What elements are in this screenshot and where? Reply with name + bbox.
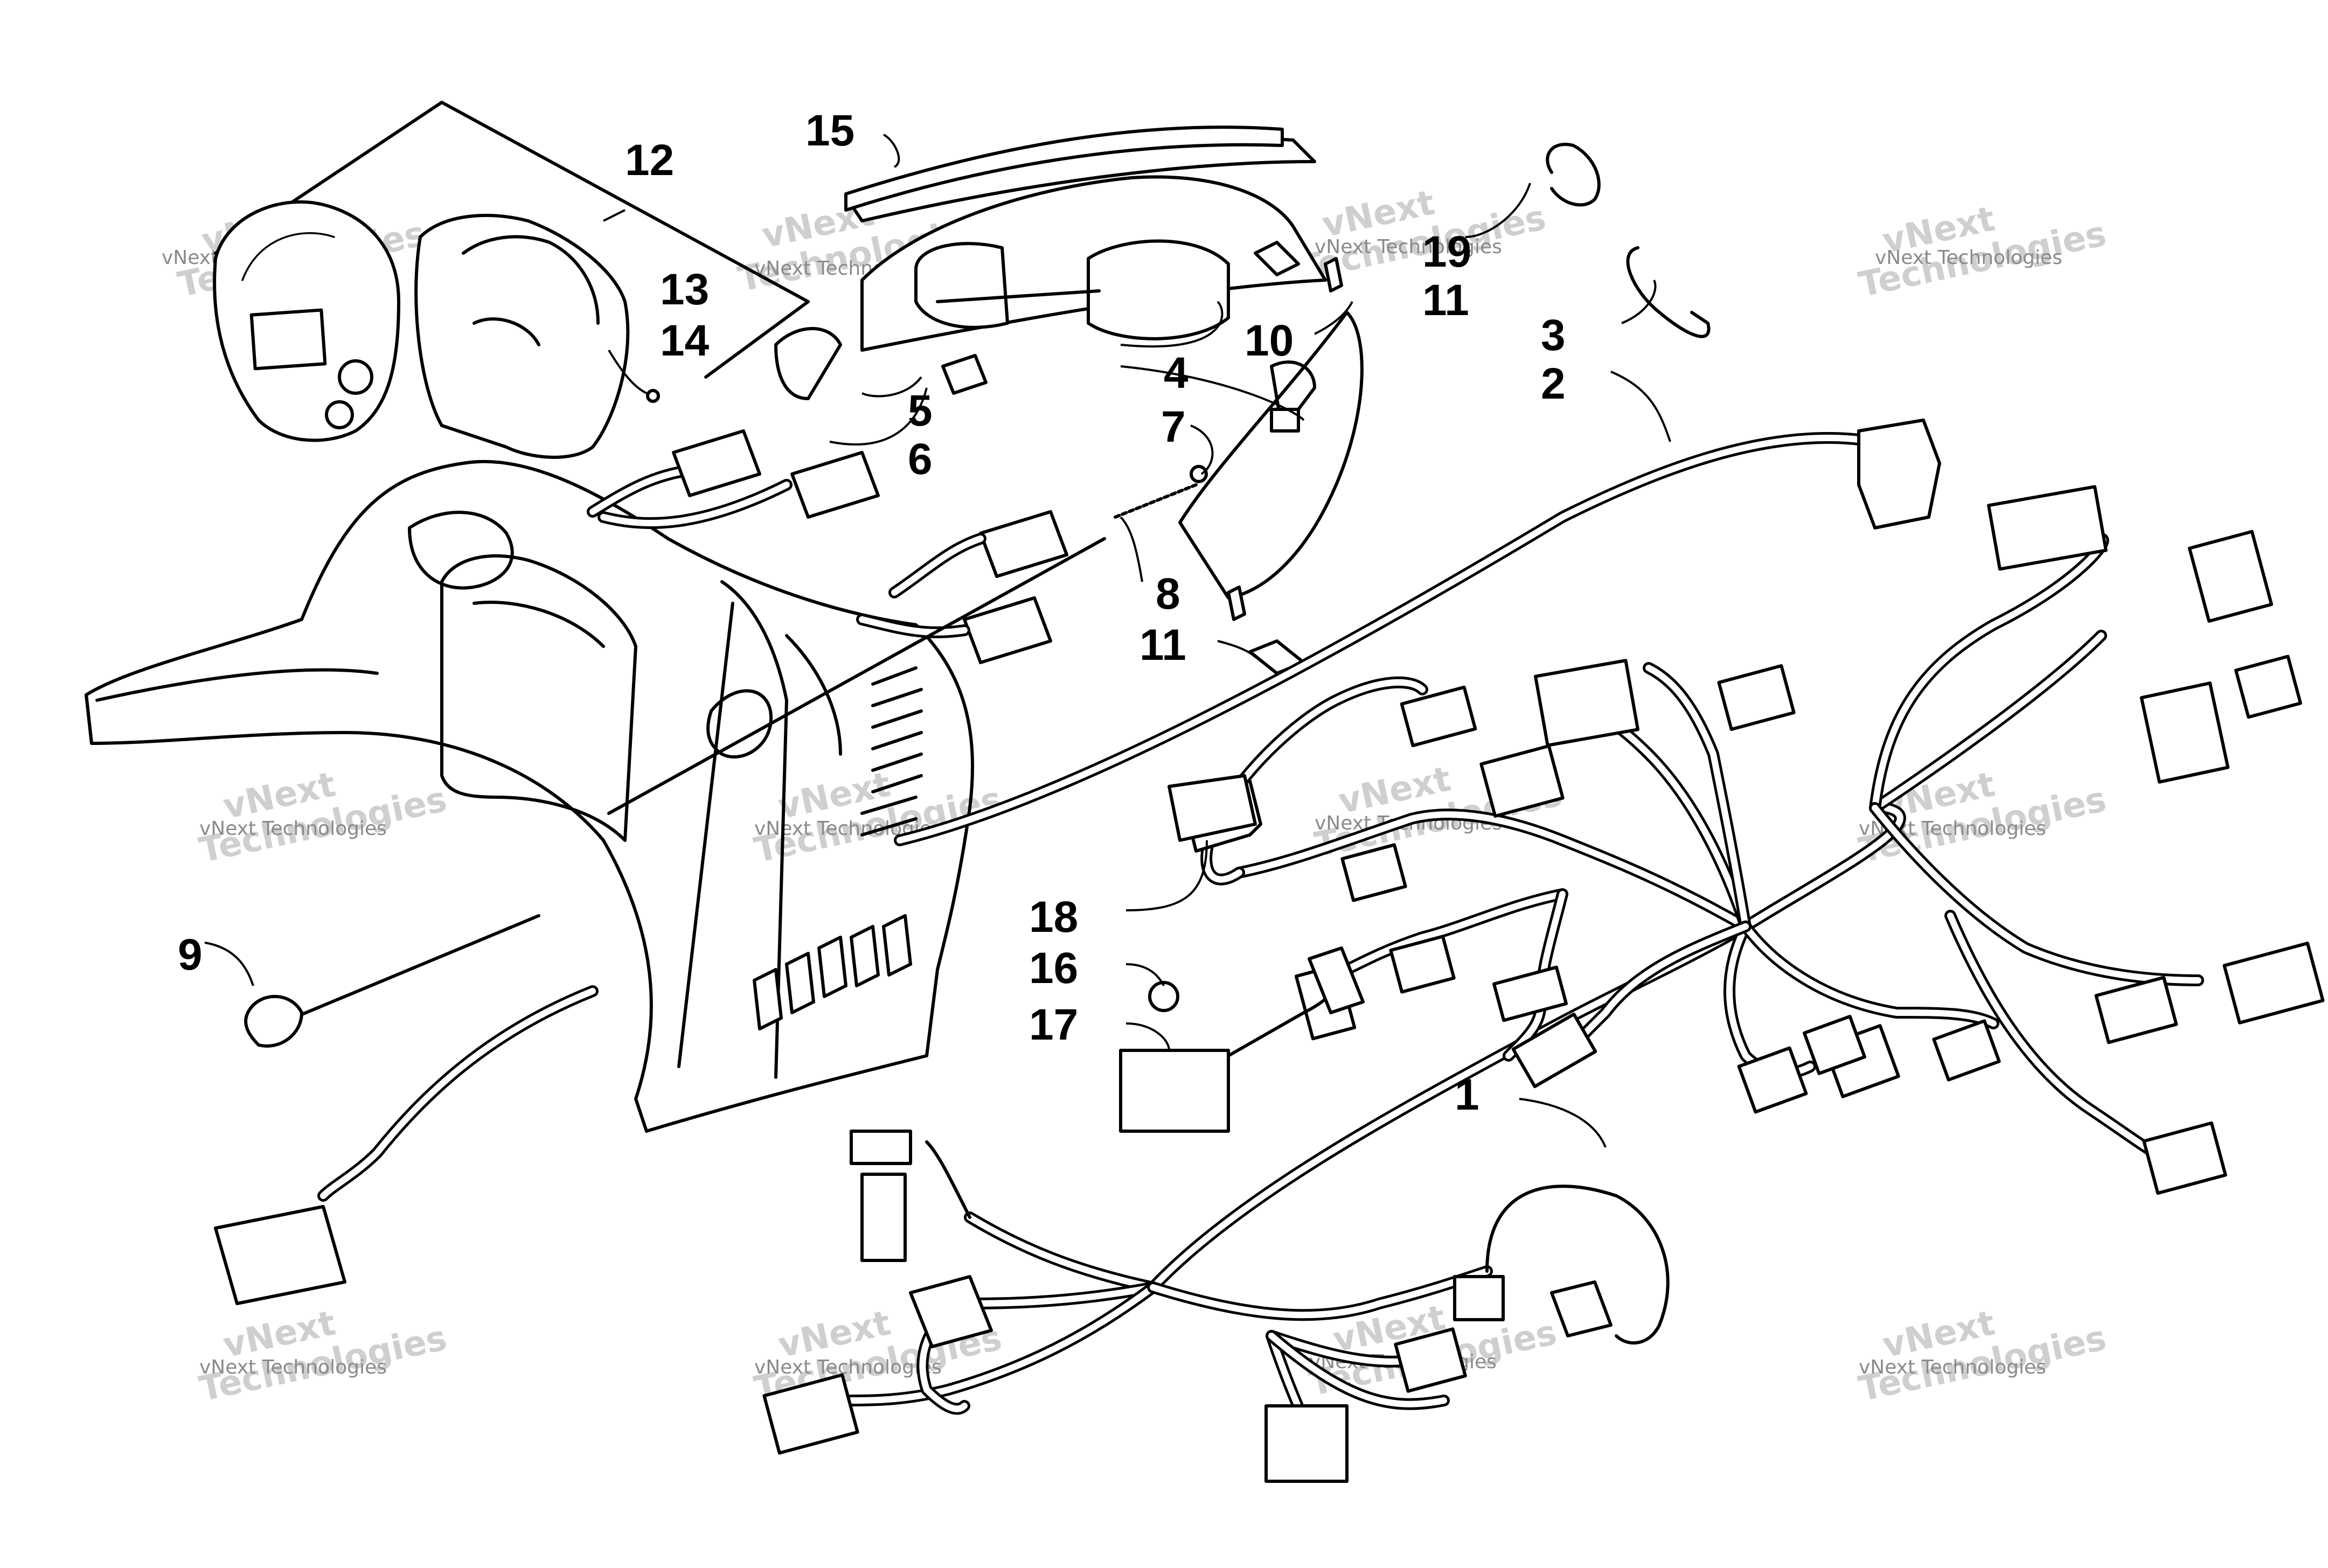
callout-14: 14 [660,316,710,365]
callout-7: 7 [1161,402,1186,451]
callout-4: 4 [1164,349,1189,398]
connectors [214,419,2325,1483]
watermark: vNext Technologies vNext Technologies [1856,1303,2110,1409]
watermark-caption: vNext Technologies [1875,247,2062,269]
watermark: vNext Technologies vNext Technologies [196,1303,450,1409]
lens-nut [1190,465,1208,483]
clips [1546,143,1711,338]
hood-fairing [85,459,975,1133]
instrument-gauge [213,101,810,459]
callout-9: 9 [178,930,203,979]
callout-15: 15 [805,106,854,155]
watermark: vNext Technologies vNext Technologies [196,764,450,870]
leaders [204,134,1671,1148]
callout-5: 5 [908,386,933,435]
callout-11-top: 11 [1422,276,1469,325]
regulator-nut [1148,981,1179,1012]
callout-10: 10 [1245,316,1294,365]
watermark-caption: vNext Technologies [754,1356,942,1378]
main-harness [317,431,2204,1471]
callout-12: 12 [625,136,674,185]
callout-16: 16 [1029,944,1078,993]
callout-17: 17 [1029,1000,1078,1049]
callout-3: 3 [1541,311,1566,360]
callout-13: 13 [660,265,709,314]
light-housing [244,126,1364,1048]
callout-18: 18 [1029,893,1078,942]
watermark-caption: vNext Technologies [1859,1356,2046,1378]
vent-slats [753,666,923,1030]
watermark-caption: vNext Technologies [199,1356,387,1378]
callout-8: 8 [1156,569,1180,618]
watermark: vNext Technologies vNext Technologies [1856,764,2110,870]
callout-19: 19 [1422,227,1471,276]
callouts: 1 2 3 4 5 6 7 8 9 10 11 11 12 13 14 15 1… [178,106,1566,1119]
gauge-harness [587,429,1106,815]
watermark-caption: vNext Technologies [1315,236,1502,258]
watermark-caption: vNext Technologies [199,818,387,840]
callout-6: 6 [908,435,933,484]
callout-2: 2 [1541,359,1566,408]
callout-1: 1 [1455,1070,1479,1119]
watermark: vNext Technologies vNext Technologies [1856,199,2110,305]
callout-11-bottom: 11 [1139,621,1186,670]
gauge-screw [646,389,660,403]
